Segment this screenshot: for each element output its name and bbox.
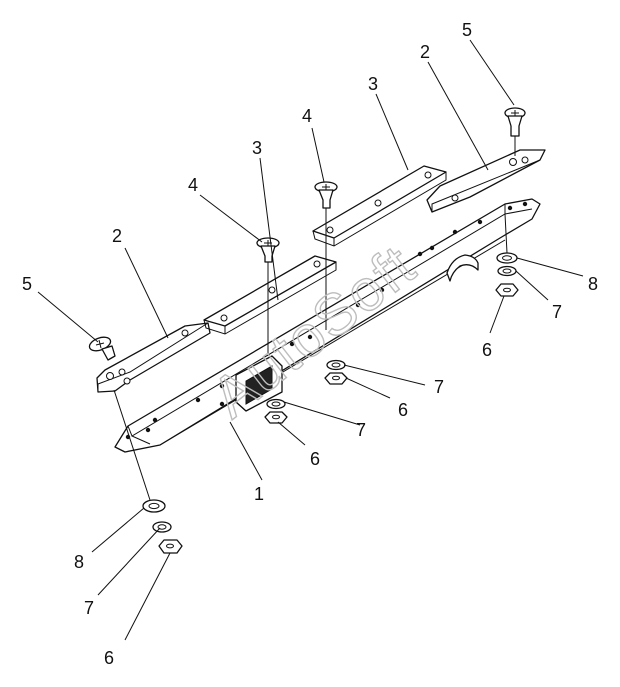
end-plate-left bbox=[96, 322, 211, 393]
callout-4-left: 4 bbox=[188, 175, 198, 195]
callout-2-left: 2 bbox=[112, 226, 122, 246]
callout-6-center-high: 6 bbox=[398, 400, 408, 420]
callout-6-center-low: 6 bbox=[310, 449, 320, 469]
callout-2-right: 2 bbox=[420, 42, 430, 62]
screw-4-right bbox=[314, 181, 338, 209]
assembly-axes bbox=[113, 136, 516, 501]
callouts: 1 2 2 3 3 4 4 5 5 6 6 6 6 7 7 7 7 8 8 bbox=[22, 20, 598, 668]
callout-1: 1 bbox=[254, 484, 264, 504]
fasteners-center bbox=[264, 359, 348, 424]
callout-7-center-low: 7 bbox=[356, 420, 366, 440]
callout-7-center-high: 7 bbox=[434, 377, 444, 397]
callout-8-left: 8 bbox=[74, 552, 84, 572]
callout-5-left: 5 bbox=[22, 274, 32, 294]
fasteners-left bbox=[142, 499, 183, 554]
callout-8-right: 8 bbox=[588, 274, 598, 294]
callout-3-left: 3 bbox=[252, 138, 262, 158]
fasteners-right bbox=[495, 252, 519, 297]
callout-5-right: 5 bbox=[462, 20, 472, 40]
callout-7-right: 7 bbox=[552, 302, 562, 322]
rail-part-1 bbox=[114, 198, 541, 453]
callout-6-right: 6 bbox=[482, 340, 492, 360]
callout-leaders bbox=[37, 39, 584, 641]
callout-4-right: 4 bbox=[302, 106, 312, 126]
spacer-strip-right bbox=[312, 165, 447, 247]
callout-3-right: 3 bbox=[368, 74, 378, 94]
screw-4-left bbox=[256, 237, 280, 263]
callout-7-left: 7 bbox=[84, 598, 94, 618]
spacer-strip-left bbox=[203, 255, 337, 335]
end-plate-right bbox=[426, 149, 546, 213]
screw-5-right bbox=[504, 107, 526, 137]
screw-5-left bbox=[88, 336, 116, 361]
callout-6-left: 6 bbox=[104, 648, 114, 668]
